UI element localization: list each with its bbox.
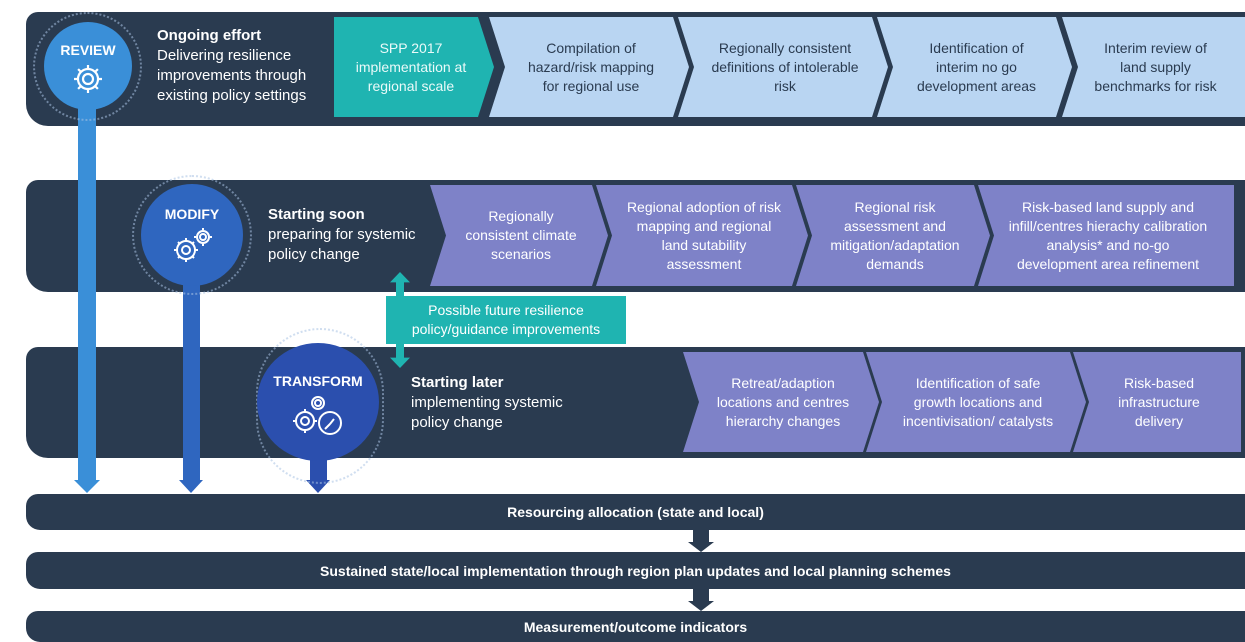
modify-step: Regionally consistent climate scenarios (430, 185, 608, 286)
modify-label: Starting soon preparing for systemic pol… (268, 205, 448, 265)
step-label: Regional adoption of risk mapping and re… (626, 198, 782, 272)
modify-description: preparing for systemic policy change (268, 226, 416, 263)
modify-step: Regional adoption of risk mapping and re… (596, 185, 808, 286)
step-label: Retreat/adaption locations and centres h… (716, 374, 850, 429)
transform-label: Starting later implementing systemic pol… (411, 373, 601, 433)
step-label: Risk-based infrastructure delivery (1118, 374, 1200, 429)
footer-label: Resourcing allocation (state and local) (507, 504, 764, 520)
footer-label: Measurement/outcome indicators (523, 618, 748, 635)
connector-stem (693, 589, 709, 601)
modify-ring (132, 175, 252, 295)
gears-icon (174, 228, 212, 262)
gear-icon (74, 65, 102, 93)
modify-circle: MODIFY (141, 184, 243, 286)
step-label: Interim review of land supply benchmarks… (1094, 39, 1217, 94)
transform-step: Retreat/adaption locations and centres h… (683, 352, 879, 452)
review-step: Identification of interim no go developm… (877, 17, 1072, 117)
modify-step: Risk-based land supply and infill/centre… (978, 185, 1234, 286)
step-label: Regional risk assessment and mitigation/… (830, 198, 960, 272)
footer-label: Sustained state/local implementation thr… (320, 562, 951, 579)
review-heading: Ongoing effort (157, 27, 262, 44)
callout-label: Possible future resilience policy/guidan… (411, 302, 601, 337)
step-label: Compilation of hazard/risk mapping for r… (527, 39, 655, 94)
step-label: Identification of interim no go developm… (916, 39, 1037, 94)
transform-circle: TRANSFORM (257, 343, 379, 461)
modify-step: Regional risk assessment and mitigation/… (796, 185, 990, 286)
footer-measurement: Measurement/outcome indicators (26, 611, 1245, 642)
connector-arrow (688, 542, 714, 552)
step-label: SPP 2017 implementation at regional scal… (355, 39, 467, 94)
step-label: Risk-based land supply and infill/centre… (1008, 198, 1208, 272)
review-step: SPP 2017 implementation at regional scal… (334, 17, 494, 117)
review-description: Delivering resilience improvements throu… (157, 47, 307, 104)
modify-pole-tip (179, 480, 203, 493)
review-label: Ongoing effort Delivering resilience imp… (157, 26, 337, 106)
transform-step: Risk-based infrastructure delivery (1073, 352, 1241, 452)
future-improvements-callout: Possible future resilience policy/guidan… (386, 296, 626, 344)
gears-wrench-icon (293, 396, 342, 435)
review-step: Compilation of hazard/risk mapping for r… (489, 17, 689, 117)
step-label: Identification of safe growth locations … (902, 374, 1054, 429)
review-pole-tip (74, 480, 100, 493)
modify-name: MODIFY (164, 206, 220, 222)
review-name: REVIEW (60, 42, 116, 58)
review-pole (78, 100, 96, 480)
transform-step: Identification of safe growth locations … (866, 352, 1086, 452)
connector-stem (693, 530, 709, 542)
connector-arrow (688, 601, 714, 611)
transform-heading: Starting later (411, 374, 504, 391)
modify-pole (183, 270, 200, 480)
transform-name: TRANSFORM (273, 373, 363, 389)
review-ring (33, 12, 142, 121)
review-step: Interim review of land supply benchmarks… (1062, 17, 1245, 117)
review-step: Regionally consistent definitions of int… (678, 17, 888, 117)
footer-implementation: Sustained state/local implementation thr… (26, 552, 1245, 589)
transform-description: implementing systemic policy change (411, 394, 563, 431)
step-label: Regionally consistent definitions of int… (711, 39, 859, 94)
step-label: Regionally consistent climate scenarios (465, 208, 577, 262)
modify-heading: Starting soon (268, 206, 365, 223)
footer-resourcing: Resourcing allocation (state and local) (26, 494, 1245, 530)
review-circle: REVIEW (44, 22, 132, 110)
